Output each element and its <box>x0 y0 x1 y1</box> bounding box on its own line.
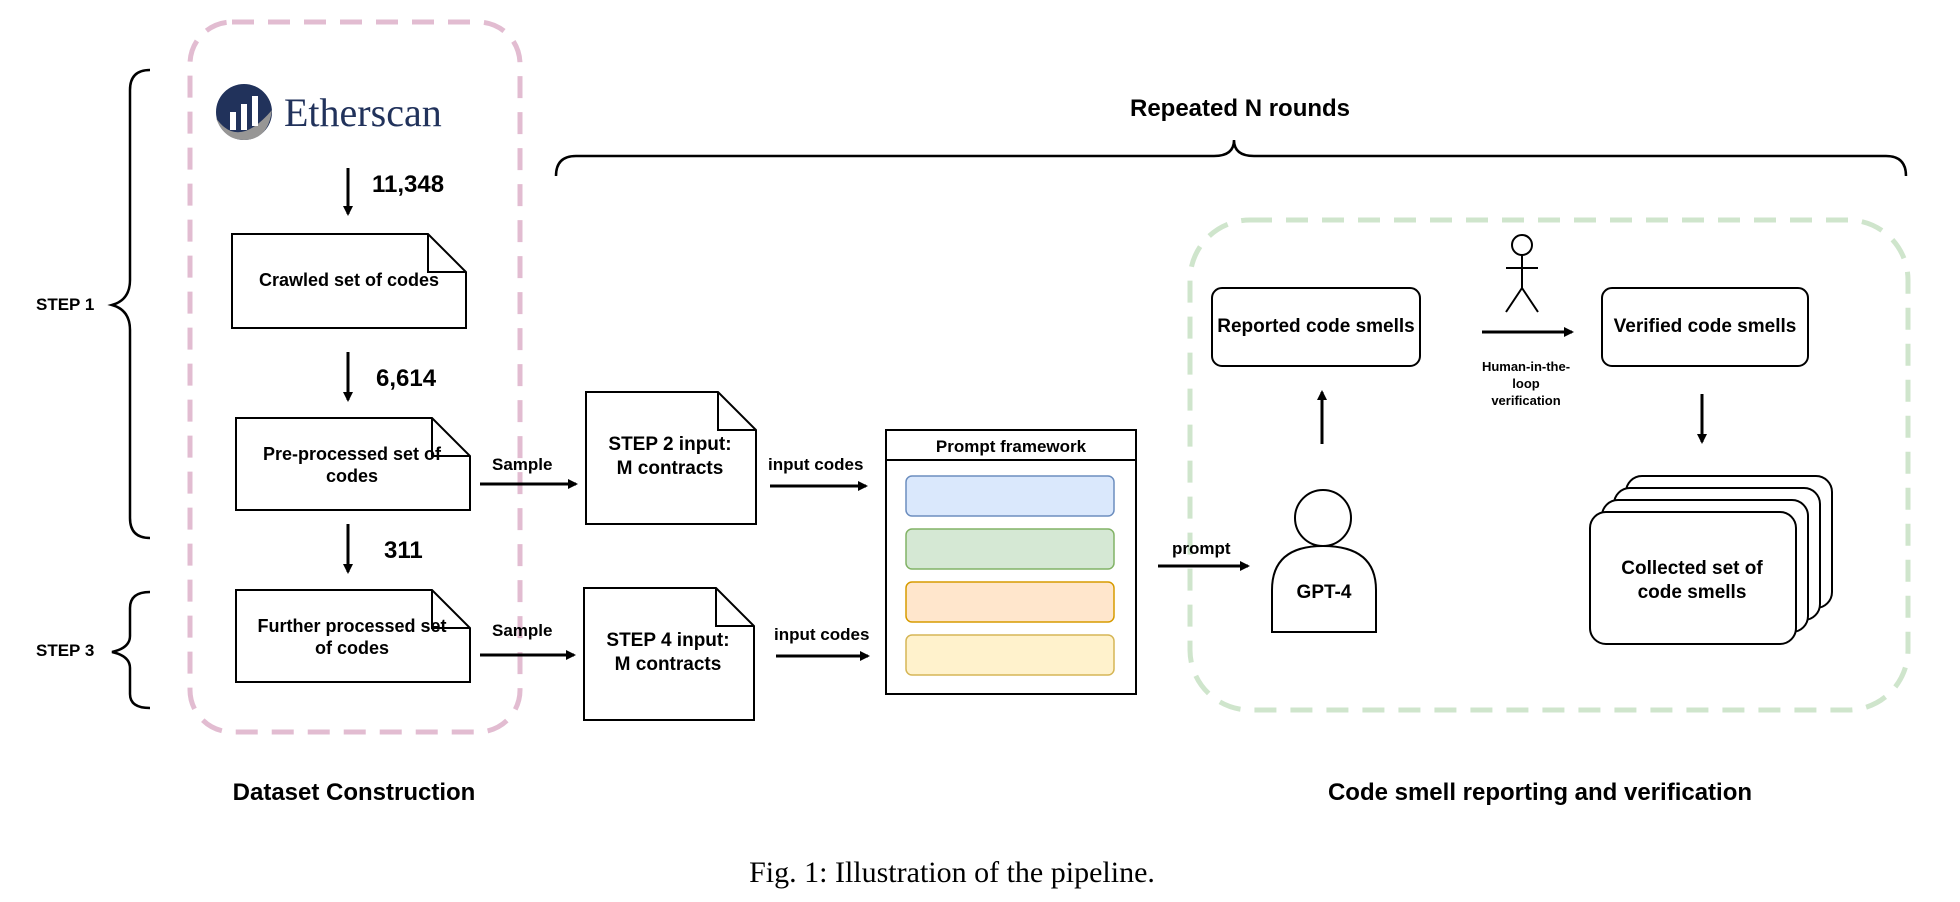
dataset-construction-group <box>187 19 523 735</box>
repeated-rounds-label: Repeated N rounds <box>1130 95 1350 122</box>
step1-brace <box>107 68 151 540</box>
step2-input-label-1: STEP 2 input: <box>608 434 731 455</box>
prompt-bar-blue <box>905 475 1115 517</box>
crawled-set-label: Crawled set of codes <box>259 270 439 290</box>
preprocessed-set-label-1: Pre-processed set of <box>263 444 442 464</box>
preprocessed-set-label-2: codes <box>326 466 378 486</box>
prompt-bar-orange <box>905 581 1115 623</box>
human-loop-label-3: verification <box>1491 393 1560 408</box>
code-smell-section-title: Code smell reporting and verification <box>1328 779 1752 806</box>
step3-label: STEP 3 <box>36 641 94 660</box>
count-preprocessed: 6,614 <box>376 365 437 392</box>
count-further: 311 <box>384 537 423 564</box>
repeated-brace <box>554 139 1908 177</box>
input-codes-label-1: input codes <box>768 455 863 474</box>
step2-input-label-2: M contracts <box>617 458 724 479</box>
step3-brace <box>111 590 151 710</box>
human-loop-label-1: Human-in-the- <box>1482 359 1570 374</box>
input-codes-label-2: input codes <box>774 625 869 644</box>
dataset-construction-title: Dataset Construction <box>233 779 476 806</box>
human-icon <box>1505 234 1539 313</box>
gpt4-node: GPT-4 <box>1271 489 1377 633</box>
further-processed-doc: Further processed set of codes <box>235 589 471 683</box>
figure-caption: Fig. 1: Illustration of the pipeline. <box>749 856 1155 889</box>
step4-input-doc: STEP 4 input: M contracts <box>583 587 755 721</box>
count-crawled: 11,348 <box>372 171 444 198</box>
human-loop-label-2: loop <box>1512 376 1539 391</box>
collected-label-2: code smells <box>1638 582 1747 603</box>
gpt4-head-icon <box>1294 489 1352 547</box>
etherscan-logo: Etherscan <box>216 84 442 140</box>
prompt-framework-title: Prompt framework <box>936 437 1087 456</box>
verified-code-smells-box: Verified code smells <box>1601 287 1809 367</box>
preprocessed-set-doc: Pre-processed set of codes <box>235 417 471 511</box>
step2-input-doc: STEP 2 input: M contracts <box>585 391 757 525</box>
reported-code-smells-box: Reported code smells <box>1211 287 1421 367</box>
prompt-bar-green <box>905 528 1115 570</box>
collected-label-1: Collected set of <box>1621 558 1763 579</box>
further-processed-label-1: Further processed set <box>257 616 446 636</box>
code-smell-group <box>1187 217 1911 713</box>
prompt-bar-yellow <box>905 634 1115 676</box>
etherscan-wordmark: Etherscan <box>284 90 442 135</box>
further-processed-label-2: of codes <box>315 638 389 658</box>
reported-code-smells-label: Reported code smells <box>1217 316 1414 337</box>
step4-input-label-1: STEP 4 input: <box>606 630 729 651</box>
verified-code-smells-label: Verified code smells <box>1614 316 1797 337</box>
crawled-set-doc: Crawled set of codes <box>231 233 467 329</box>
prompt-framework: Prompt framework <box>885 429 1137 695</box>
step1-label: STEP 1 <box>36 295 94 314</box>
step4-input-label-2: M contracts <box>615 654 722 675</box>
gpt4-label: GPT-4 <box>1297 582 1352 603</box>
prompt-label: prompt <box>1172 539 1231 558</box>
sample-label-1: Sample <box>492 455 552 474</box>
collected-code-smells-stack: Collected set of code smells <box>1589 475 1833 645</box>
sample-label-2: Sample <box>492 621 552 640</box>
